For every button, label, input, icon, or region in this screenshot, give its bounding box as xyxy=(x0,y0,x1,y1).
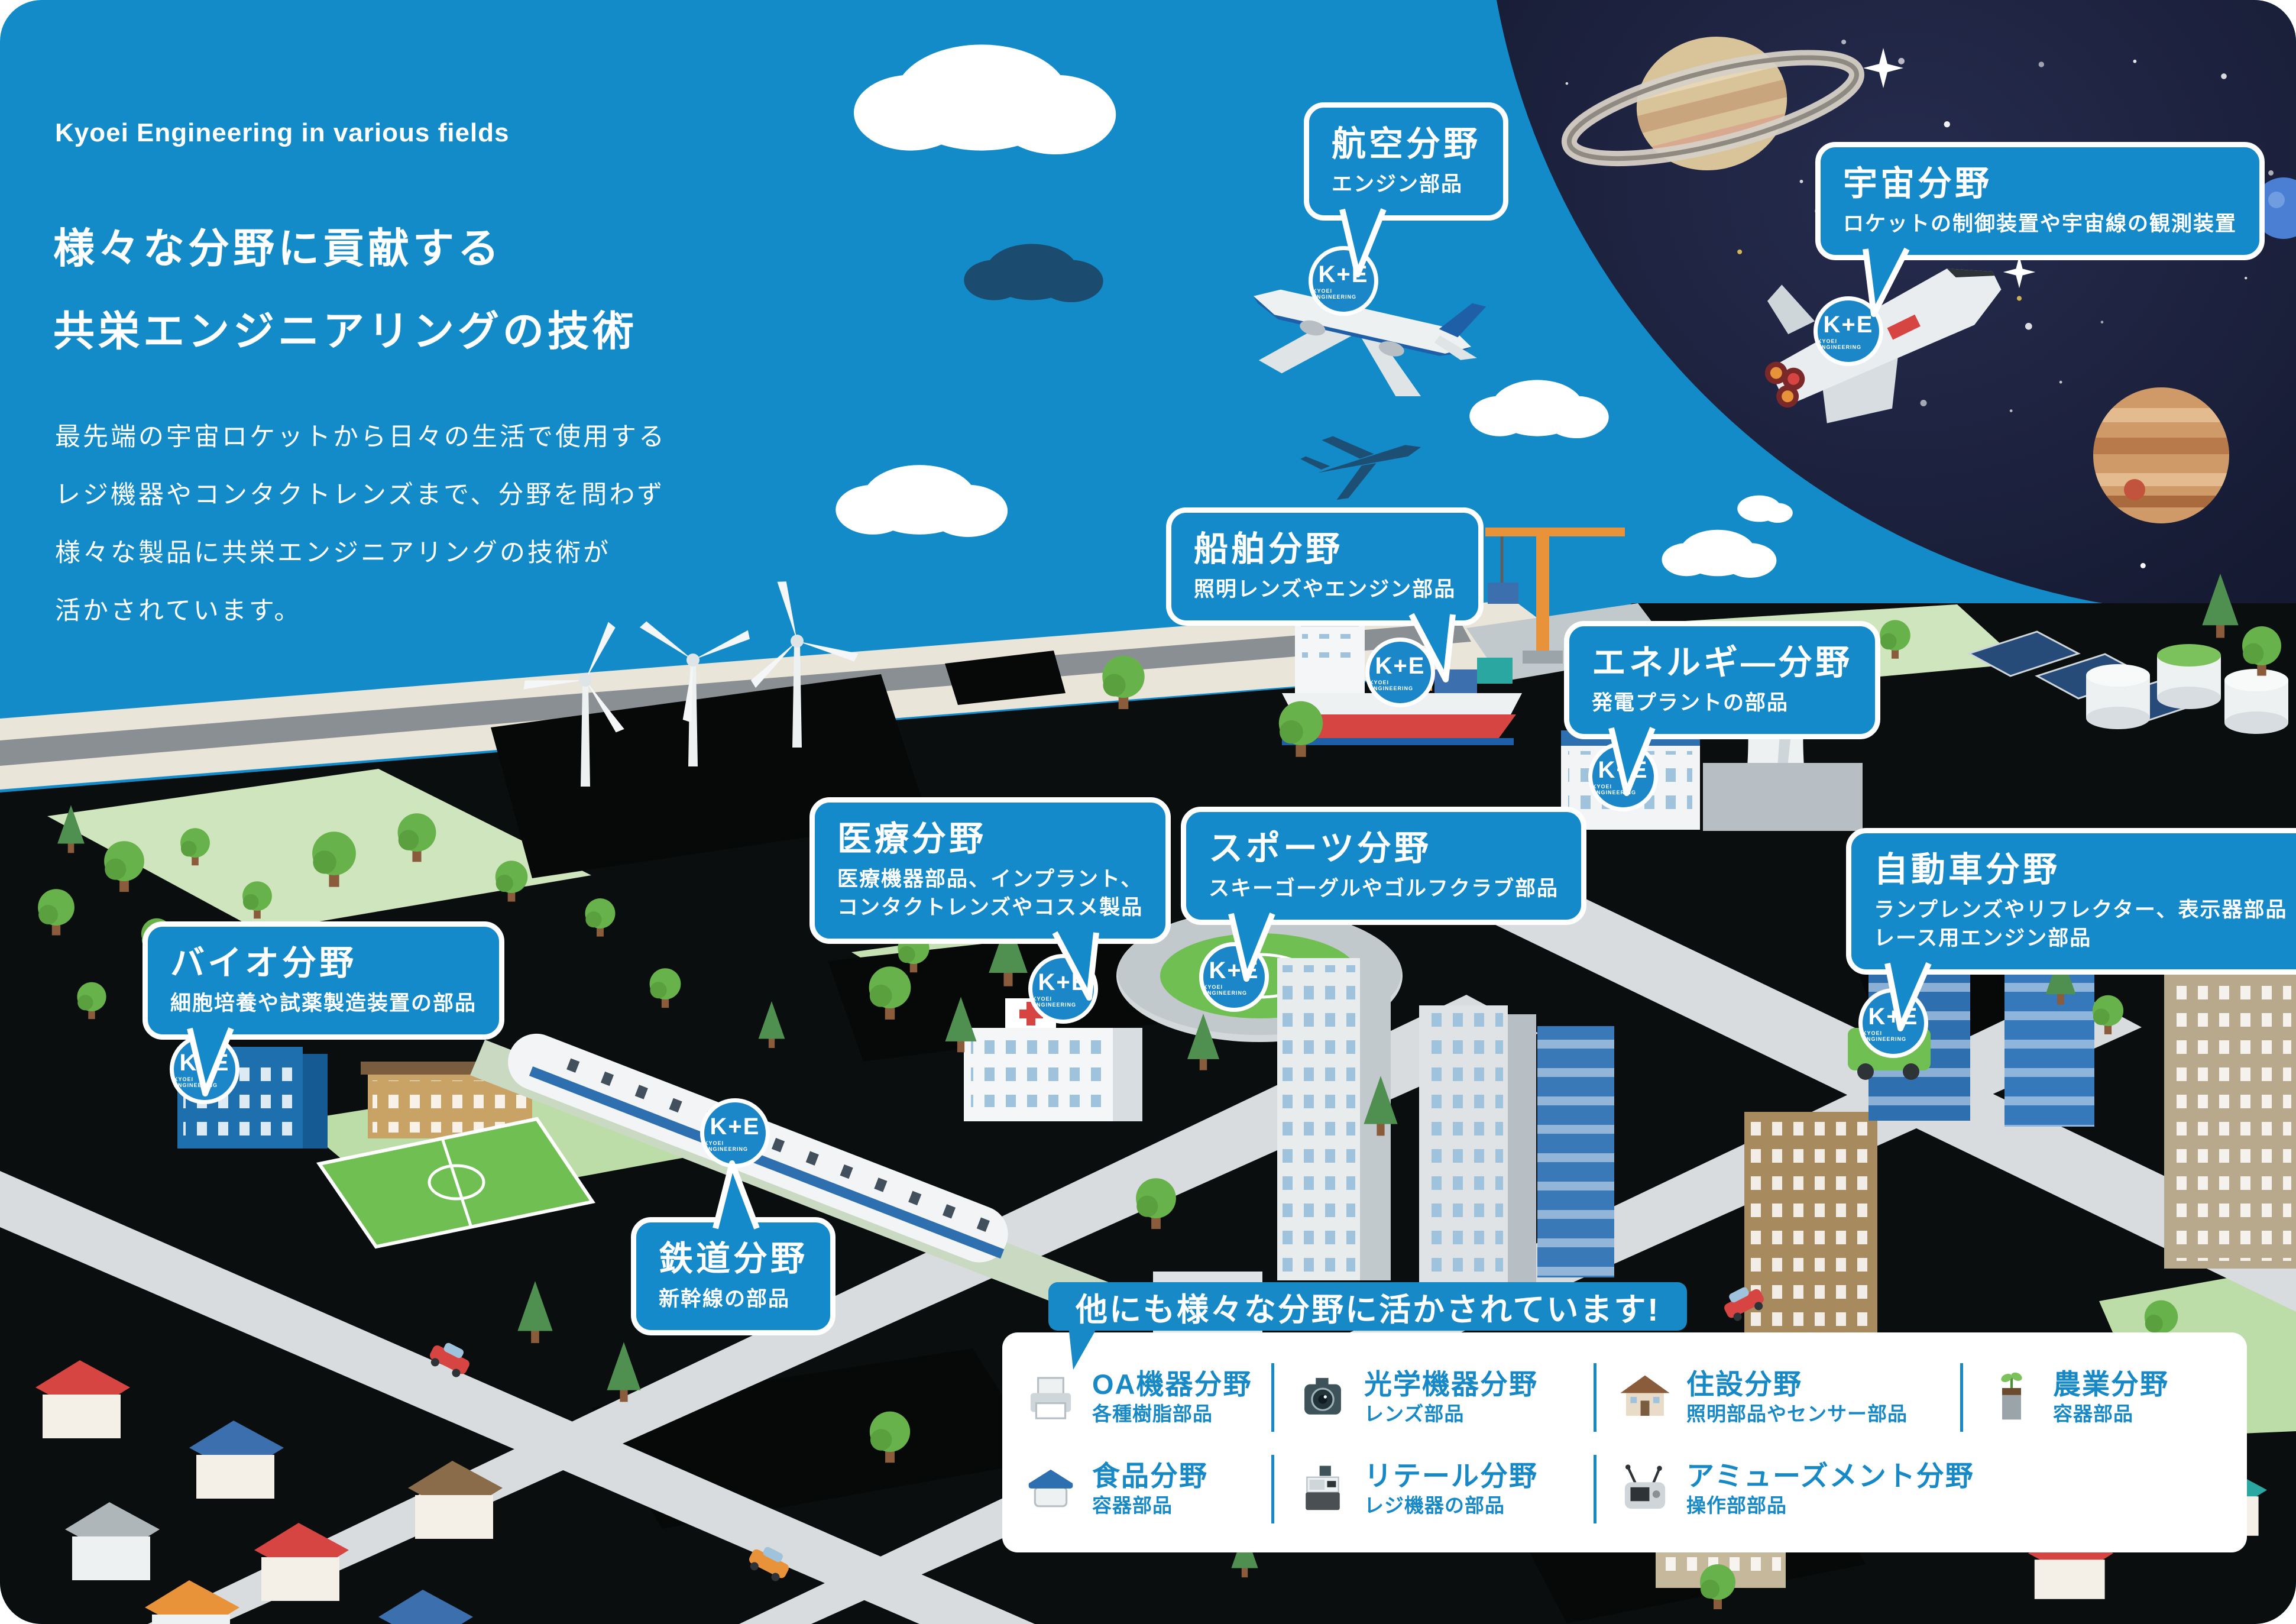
callout-subtitle: ロケットの制御装置や宇宙線の観測装置 xyxy=(1843,212,2237,235)
callout-title: 航空分野 xyxy=(1332,125,1481,163)
callout-sports: スポーツ分野 スキーゴーグルやゴルフクラブ部品 xyxy=(1181,807,1587,982)
callout-subtitle: コンタクトレンズやコスメ製品 xyxy=(837,896,1144,919)
callout-subtitle: 発電プラントの部品 xyxy=(1592,691,1789,714)
callout-subtitle: レース用エンジン部品 xyxy=(1874,927,2092,950)
eyebrow-title: Kyoei Engineering in various fields xyxy=(55,118,510,147)
field-subtitle: 各種樹脂部品 xyxy=(1092,1403,1213,1425)
neptune-detail xyxy=(2268,192,2285,208)
space-illustration xyxy=(1484,0,2296,615)
airplane-icon xyxy=(1253,289,1487,396)
field-subtitle: 容器部品 xyxy=(2053,1403,2133,1425)
callout-title: エネルギ―分野 xyxy=(1592,643,1853,682)
callout-space: 宇宙分野 ロケットの制御装置や宇宙線の観測装置 xyxy=(1815,142,2265,317)
page-title-line1: 様々な分野に貢献する xyxy=(53,225,503,271)
field-item-food: 食品分野容器部品 xyxy=(1002,1448,1274,1531)
field-item-housing: 住設分野照明部品やセンサー部品 xyxy=(1596,1356,1963,1439)
callout-title: 自動車分野 xyxy=(1874,850,2061,889)
printer-icon xyxy=(1030,1377,1071,1419)
camera-icon xyxy=(1304,1377,1341,1415)
houses xyxy=(35,1360,2267,1624)
callout-aviation: 航空分野 エンジン部品 xyxy=(1304,102,1509,277)
callout-subtitle: 細胞培養や試薬製造装置の部品 xyxy=(170,992,477,1015)
cloud-icon xyxy=(836,44,1793,578)
callout-railway: 鉄道分野 新幹線の部品 xyxy=(631,1160,836,1335)
callout-title: 鉄道分野 xyxy=(659,1240,808,1278)
coast-railway xyxy=(0,622,1471,766)
field-title: 住設分野 xyxy=(1686,1369,1802,1400)
field-subtitle: レジ機器の部品 xyxy=(1364,1494,1505,1516)
callout-subtitle: ランプレンズやリフレクター、表示器部品 xyxy=(1874,898,2288,921)
callout-title: バイオ分野 xyxy=(170,944,357,982)
callout-ship: 船舶分野 照明レンズやエンジン部品 xyxy=(1166,507,1484,682)
field-subtitle: 容器部品 xyxy=(1092,1494,1173,1516)
field-item-retail: リテール分野レジ機器の部品 xyxy=(1274,1448,1596,1531)
callout-title: 宇宙分野 xyxy=(1843,164,1993,203)
field-subtitle: 照明部品やセンサー部品 xyxy=(1686,1403,1908,1425)
wind-turbines xyxy=(523,581,859,787)
callout-medical: 医療分野 医療機器部品、インプラント、 コンタクトレンズやコスメ製品 xyxy=(809,797,1171,1001)
description-line: レジ機器やコンタクトレンズまで、分野を問わず xyxy=(55,481,665,509)
page-title: 様々な分野に貢献する 共栄エンジニアリングの技術 xyxy=(53,207,637,373)
field-title: OA機器分野 xyxy=(1092,1369,1252,1400)
callout-title: 船舶分野 xyxy=(1194,530,1343,568)
space-shuttle-icon xyxy=(1764,268,2002,423)
food-container-icon xyxy=(1028,1469,1073,1507)
field-title: 農業分野 xyxy=(2053,1369,2169,1400)
description-line: 活かされています。 xyxy=(55,597,302,625)
callout-subtitle: スキーゴーグルやゴルフクラブ部品 xyxy=(1209,877,1559,900)
saturn-icon xyxy=(1561,37,1864,170)
more-fields-header-label: 他にも様々な分野に活かされています! xyxy=(1076,1292,1660,1328)
cash-register-icon xyxy=(1306,1466,1340,1510)
description-line: 様々な製品に共栄エンジニアリングの技術が xyxy=(55,539,611,567)
page-title-line2: 共栄エンジニアリングの技術 xyxy=(53,308,637,354)
planter-icon xyxy=(2001,1372,2022,1420)
field-item-oa: OA機器分野各種樹脂部品 xyxy=(1002,1356,1274,1439)
neptune-icon xyxy=(2253,177,2296,239)
callout-subtitle: 医療機器部品、インプラント、 xyxy=(837,868,1143,891)
page-description: 最先端の宇宙ロケットから日々の生活で使用する レジ機器やコンタクトレンズまで、分… xyxy=(55,408,666,640)
jupiter-icon xyxy=(2093,387,2229,523)
soccer-field xyxy=(316,1117,595,1249)
field-subtitle: 操作部部品 xyxy=(1686,1494,1787,1516)
field-item-amusement: アミューズメント分野操作部部品 xyxy=(1596,1448,2247,1531)
ship-icon xyxy=(1282,615,1522,745)
description-line: 最先端の宇宙ロケットから日々の生活で使用する xyxy=(55,423,666,451)
more-fields-row1: OA機器分野各種樹脂部品 光学機器分野レンズ部品 住設分野照明部品やセンサー部品… xyxy=(1002,1356,2247,1439)
distant-airplane-icon xyxy=(1300,436,1421,500)
more-fields-panel: OA機器分野各種樹脂部品 光学機器分野レンズ部品 住設分野照明部品やセンサー部品… xyxy=(1002,1332,2247,1552)
callout-energy: エネルギ―分野 発電プラントの部品 xyxy=(1564,621,1881,796)
callout-subtitle: 新幹線の部品 xyxy=(659,1287,791,1311)
more-fields-header: 他にも様々な分野に活かされています! xyxy=(1048,1282,1688,1370)
field-item-agriculture: 農業分野容器部品 xyxy=(1963,1356,2247,1439)
callout-title: 医療分野 xyxy=(837,820,987,858)
more-fields-row2: 食品分野容器部品 リテール分野レジ機器の部品 アミューズメント分野操作部部品 xyxy=(1002,1448,2247,1531)
callout-title: スポーツ分野 xyxy=(1209,829,1432,868)
solar-tanks xyxy=(1967,630,2288,734)
field-title: 光学機器分野 xyxy=(1364,1369,1538,1400)
field-item-optical: 光学機器分野レンズ部品 xyxy=(1274,1356,1596,1439)
callout-bio: バイオ分野 細胞培養や試薬製造装置の部品 xyxy=(143,921,505,1096)
callout-subtitle: エンジン部品 xyxy=(1332,173,1463,196)
field-title: 食品分野 xyxy=(1092,1460,1208,1492)
house-icon xyxy=(1620,1375,1670,1416)
field-title: アミューズメント分野 xyxy=(1686,1460,1974,1492)
callout-automotive: 自動車分野 ランプレンズやリフレクター、表示器部品 レース用エンジン部品 xyxy=(1846,828,2296,1031)
callout-subtitle: 照明レンズやエンジン部品 xyxy=(1194,578,1456,601)
rc-controller-icon xyxy=(1624,1464,1666,1509)
field-title: リテール分野 xyxy=(1364,1460,1538,1492)
hospital xyxy=(964,998,1142,1121)
field-subtitle: レンズ部品 xyxy=(1364,1403,1465,1425)
